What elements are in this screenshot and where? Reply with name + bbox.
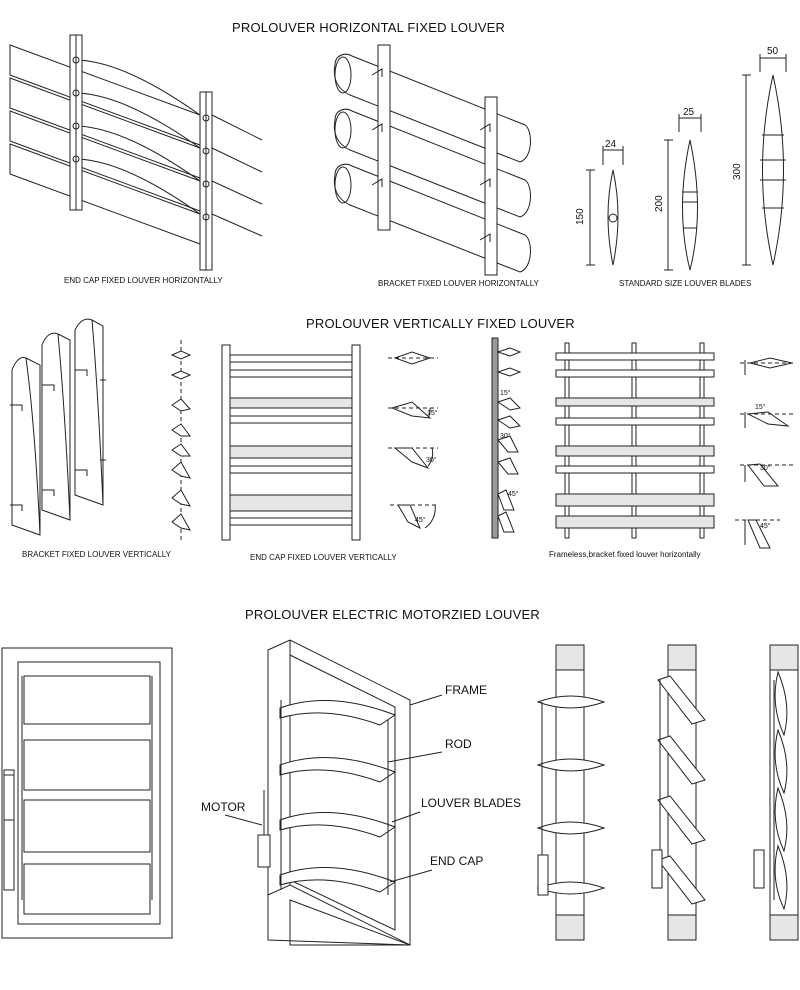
angle-15-col4: 15° — [755, 403, 766, 411]
motorized-side-profile-closed — [536, 644, 606, 941]
section-title-horizontal: PROLOUVER HORIZONTAL FIXED LOUVER — [232, 20, 506, 35]
motorized-side-profile-half-open — [651, 644, 706, 941]
dim-width-300-blade: 50 — [767, 46, 779, 57]
label-louver-blades: LOUVER BLADES — [421, 796, 522, 810]
dim-width-150-blade: 24 — [605, 139, 617, 150]
end-cap-horizontal-drawing — [9, 34, 263, 271]
section-title-motorized: PROLOUVER ELECTRIC MOTORZIED LOUVER — [245, 607, 540, 622]
angle-45-col2: 45° — [415, 516, 426, 524]
bracket-horizontal-drawing — [333, 44, 531, 276]
bracket-vertical-drawing — [10, 318, 106, 536]
section-title-vertical: PROLOUVER VERTICALLY FIXED LOUVER — [306, 316, 575, 331]
angle-30-col4: 30° — [760, 464, 771, 472]
caption-frameless: Frameless,bracket fixed louver horizonta… — [549, 550, 701, 559]
caption-end-cap-vertical: END CAP FIXED LOUVER VERTICALLY — [250, 553, 397, 562]
angle-30-col2: 30° — [426, 456, 437, 464]
angle-15-col3: 15° — [500, 389, 511, 397]
label-motor: MOTOR — [201, 800, 246, 814]
motorized-iso-frame-drawing — [224, 639, 443, 946]
dim-height-300-blade: 300 — [732, 163, 743, 180]
label-frame: FRAME — [445, 683, 487, 697]
label-rod: ROD — [445, 737, 472, 751]
end-cap-vertical-drawing — [221, 344, 361, 541]
caption-bracket-vertical: BRACKET FIXED LOUVER VERTICALLY — [22, 550, 171, 559]
angle-45-col4: 45° — [760, 522, 771, 530]
angle-45-col3: 45° — [508, 490, 519, 498]
angle-30-col3: 30° — [500, 432, 511, 440]
dim-height-150-blade: 150 — [575, 208, 586, 225]
dim-width-200-blade: 25 — [683, 107, 695, 118]
caption-standard-blades: STANDARD SIZE LOUVER BLADES — [619, 279, 752, 288]
label-end-cap: END CAP — [430, 854, 484, 868]
blade-profile-column-1 — [170, 340, 192, 540]
frameless-grid-drawing — [555, 342, 715, 539]
wall-profile-column-3 — [491, 337, 522, 539]
motorized-side-profile-open — [753, 644, 799, 941]
dim-height-200-blade: 200 — [654, 195, 665, 212]
caption-bracket-horizontal: BRACKET FIXED LOUVER HORIZONTALLY — [378, 279, 539, 288]
angle-detail-column-4 — [735, 357, 795, 549]
caption-end-cap-horizontal: END CAP FIXED LOUVER HORIZONTALLY — [64, 276, 223, 285]
angle-detail-column-2 — [388, 351, 438, 530]
angle-15-col2: 15° — [427, 409, 438, 417]
motorized-front-frame-drawing — [1, 647, 173, 939]
standard-blades-drawing: 24 150 25 200 50 300 — [575, 46, 787, 271]
